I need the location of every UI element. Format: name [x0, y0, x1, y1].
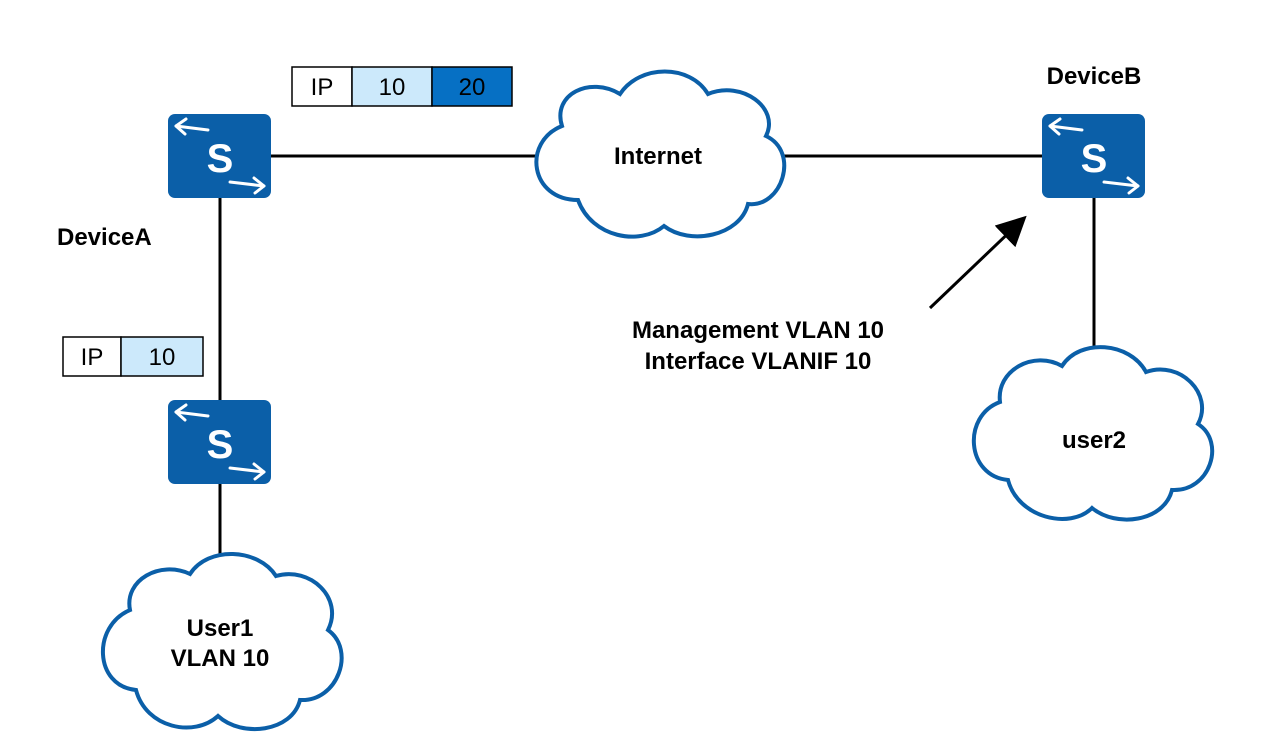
- tag-text-vlan10: 10: [149, 344, 176, 371]
- cloud-shape: [101, 552, 344, 731]
- management-annotation: Management VLAN 10 Interface VLANIF 10: [632, 215, 1027, 375]
- tag-cell-ip: [291, 66, 353, 107]
- switch-icon: [1042, 114, 1145, 198]
- annotation-line1: Management VLAN 10: [632, 317, 884, 344]
- tag-text-ip: IP: [311, 74, 334, 101]
- cloud-user1-label-line1: User1: [187, 615, 254, 642]
- switch-glyph: S: [1081, 137, 1108, 181]
- tag-cell-vlan20: [431, 66, 513, 107]
- cloud-user2-label: user2: [1062, 427, 1126, 454]
- frame-tag-single: IP 10: [62, 336, 204, 377]
- links: [218, 154, 1096, 555]
- tag-cell-vlan10: [120, 336, 204, 377]
- frame-tag-double: IP 10 20: [291, 66, 513, 107]
- switch-icon: [168, 114, 271, 198]
- cloud-user2: user2: [972, 345, 1215, 522]
- device-a-label: DeviceA: [57, 224, 152, 251]
- cloud-shape: [534, 69, 787, 239]
- device-b-label: DeviceB: [1047, 63, 1142, 90]
- cloud-internet: Internet: [534, 69, 787, 239]
- tag-cell-vlan10: [351, 66, 433, 107]
- annotation-arrow: [928, 215, 1027, 310]
- cloud-user1-label-line2: VLAN 10: [171, 645, 270, 672]
- annotation-line2: Interface VLANIF 10: [645, 348, 872, 375]
- tag-text-vlan10: 10: [379, 74, 406, 101]
- tag-text-vlan20: 20: [459, 74, 486, 101]
- tag-text-ip: IP: [81, 344, 104, 371]
- cloud-shape: [972, 345, 1215, 522]
- device-b-switch[interactable]: S: [1042, 114, 1145, 198]
- access-switch[interactable]: S: [168, 400, 271, 484]
- switch-glyph: S: [207, 423, 234, 467]
- cloud-internet-label: Internet: [614, 143, 702, 170]
- cloud-user1: User1 VLAN 10: [101, 552, 344, 731]
- switch-glyph: S: [207, 137, 234, 181]
- tag-cell-ip: [62, 336, 122, 377]
- switch-icon: [168, 400, 271, 484]
- device-a-switch[interactable]: S: [168, 114, 271, 198]
